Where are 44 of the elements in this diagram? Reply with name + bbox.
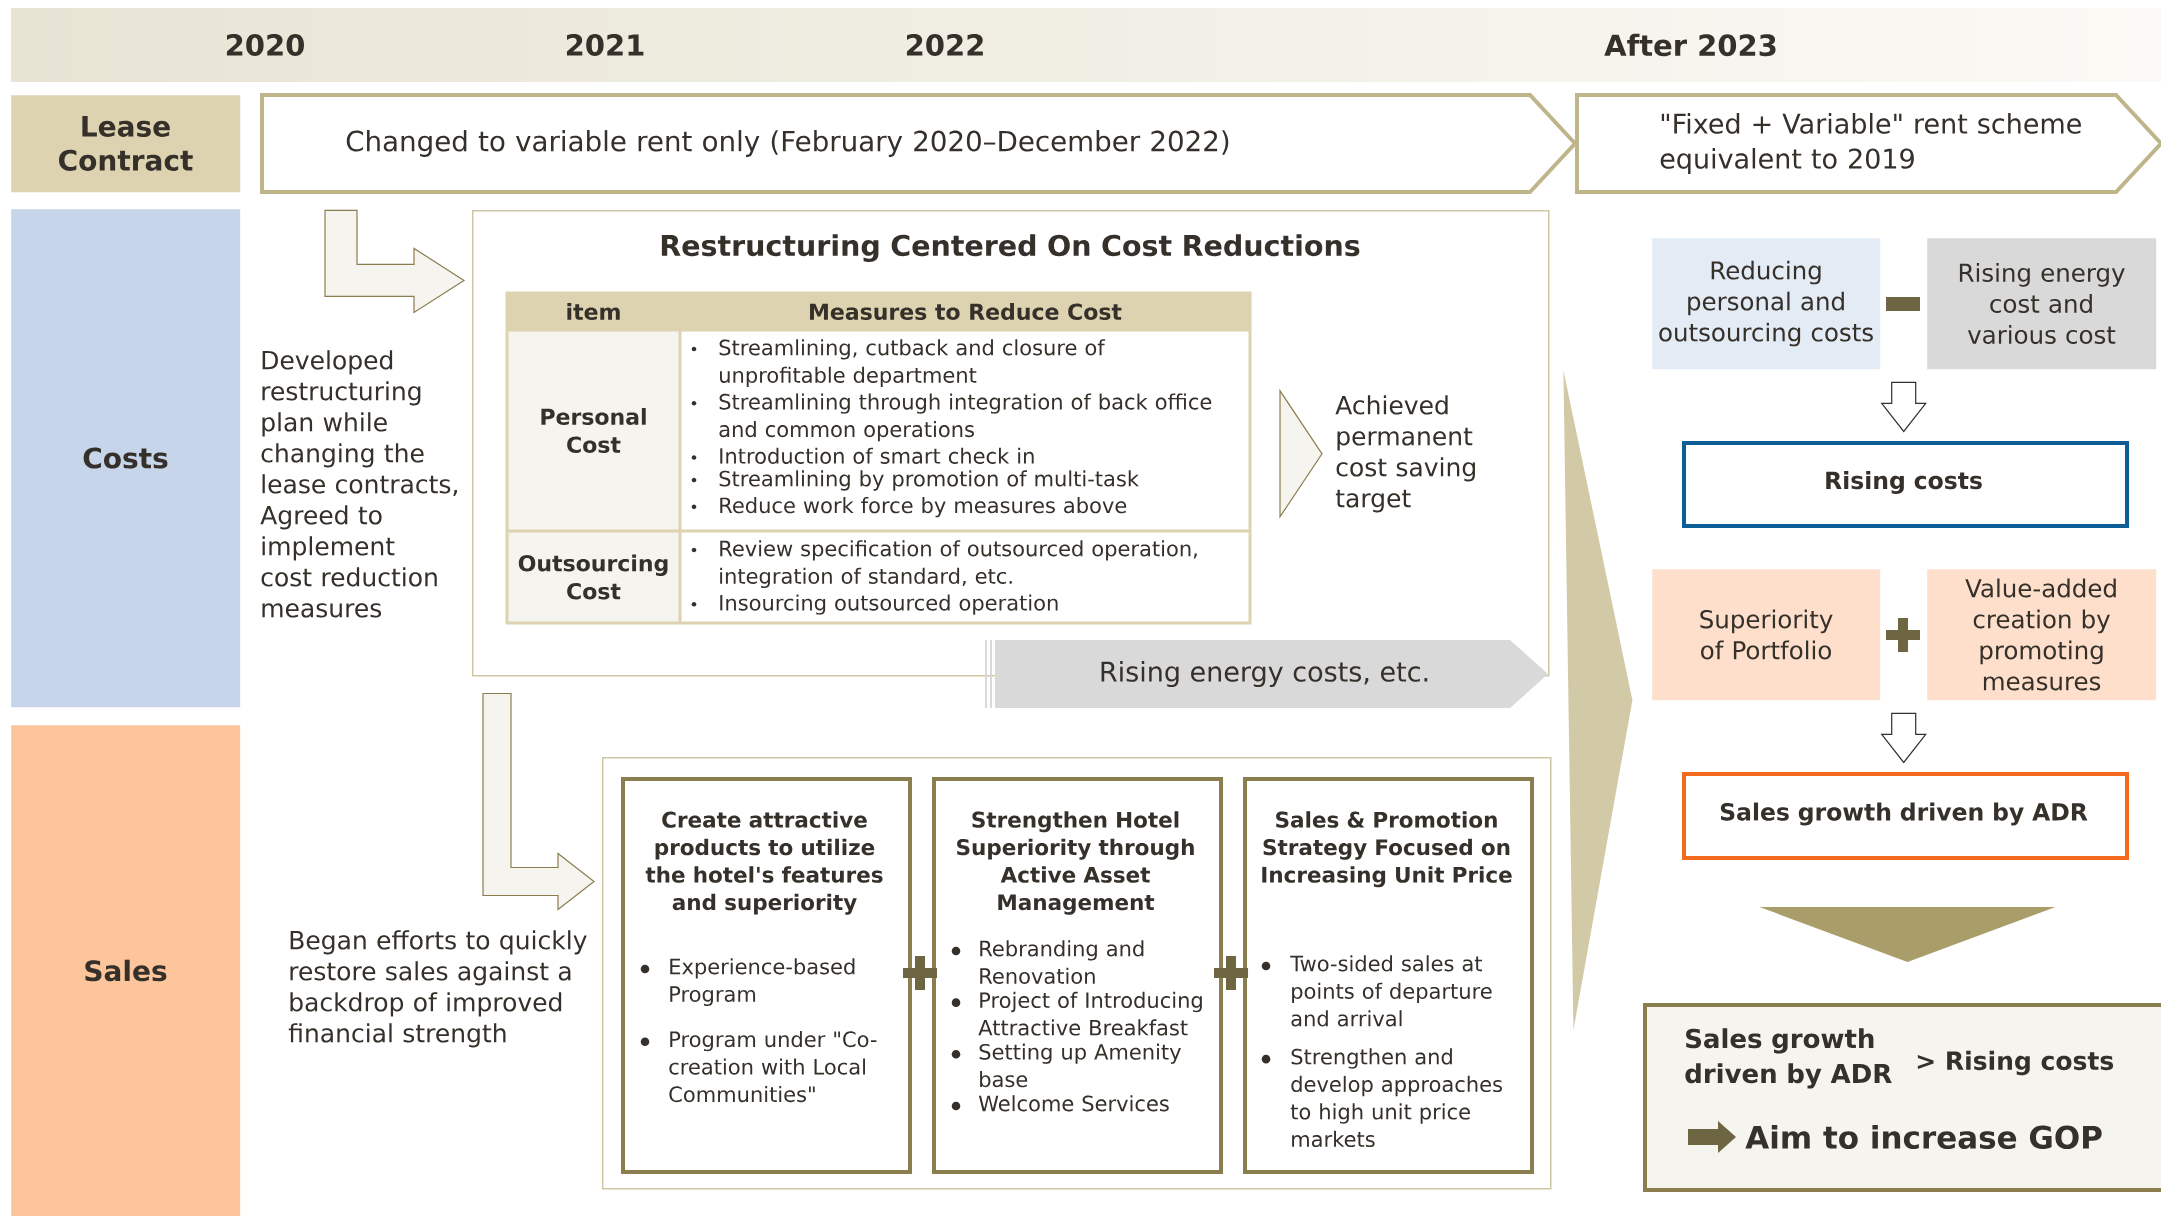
summary-box: Rising costs xyxy=(1682,441,2129,528)
bullet-item: Streamlining, cutback and closure of unprofitable department xyxy=(691,339,1106,388)
bullet-item: Experience-based Program xyxy=(640,958,855,1007)
factor-box: Value-added creation by promoting measures xyxy=(1927,569,2157,701)
summary-box: Sales growth driven by ADR xyxy=(1682,772,2129,860)
bullet-item: Program under "Co-creation with Local Communities" xyxy=(640,1030,877,1103)
factor-box: Superiority of Portfolio xyxy=(1652,569,1881,701)
strategy-card: Create attractive products to utilize the hotel's features and superiority Experience-based Program Program under "Co-creation with Local Communities" xyxy=(621,777,912,1174)
year-label: 2021 xyxy=(566,34,644,56)
bullet-item: Two-sided sales at points of departure and arrival xyxy=(1261,955,1492,1027)
bullet-item: Setting up Amenity base xyxy=(951,1043,1181,1088)
description-text: Began efforts to quickly restore sales against a backdrop of improved financial strength xyxy=(288,930,587,1048)
wedge-arrow xyxy=(1563,370,1633,1031)
arrow-banner: Changed to variable rent only (February 2020–December 2022) xyxy=(260,93,1578,194)
bent-arrow xyxy=(482,692,595,911)
result-text: Achieved permanent cost saving target xyxy=(1335,395,1475,513)
bullet-item: Reduce work force by measures above xyxy=(691,497,1127,518)
bullet-item: Project of Introducing Attractive Breakfast xyxy=(951,991,1202,1036)
strategy-card: Sales & Promotion Strategy Focused on Increasing Unit Price Two-sided sales at points of departure and arrival Strengthen and develop approaches to high unit price markets xyxy=(1243,777,1534,1174)
bullet-item: Strengthen and develop approaches to high unit price markets xyxy=(1261,1048,1502,1148)
year-label: 2020 xyxy=(226,34,304,56)
strategy-card: Strengthen Hotel Superiority through Active Asset Management Rebranding and Renovation Project of Introducing Attractive Breakfast Setting up Amenity base Welcome Services xyxy=(932,777,1223,1174)
arrow-banner: Rising energy costs, etc. xyxy=(985,640,1548,708)
bullet-item: Rebranding and Renovation xyxy=(951,940,1144,984)
bullet-item: Streamlining through integration of back office and common operations xyxy=(691,393,1212,442)
year-label: 2022 xyxy=(906,34,983,56)
factor-box: Reducing personal and outsourcing costs xyxy=(1652,238,1881,370)
row-header: Costs xyxy=(11,209,241,708)
bullet-item: Introduction of smart check in xyxy=(691,447,1034,464)
arrow-banner: "Fixed + Variable" rent scheme equivalent to 2019 xyxy=(1575,93,2161,194)
conclusion-box: Sales growth driven by ADR > Rising costs Aim to increase GOP xyxy=(1643,1003,2161,1192)
factor-box: Rising energy cost and various cost xyxy=(1927,238,2157,370)
block-arrow xyxy=(1880,712,1927,764)
block-arrow xyxy=(1880,381,1927,433)
bent-arrow xyxy=(324,209,466,314)
year-label: After 2023 xyxy=(1604,33,1776,57)
chevron-arrow xyxy=(1759,907,2056,962)
row-heading: Outsourcing Cost xyxy=(507,531,680,623)
bullet-item: Review specification of outsourced operation, integration of standard, etc. xyxy=(691,540,1197,589)
bullet-item: Insourcing outsourced operation xyxy=(691,594,1058,615)
row-header: Lease Contract xyxy=(11,95,241,193)
bullet-item: Streamlining by promotion of multi-task xyxy=(691,470,1139,491)
bullet-item: Welcome Services xyxy=(951,1095,1169,1112)
row-header: Sales xyxy=(11,725,241,1216)
